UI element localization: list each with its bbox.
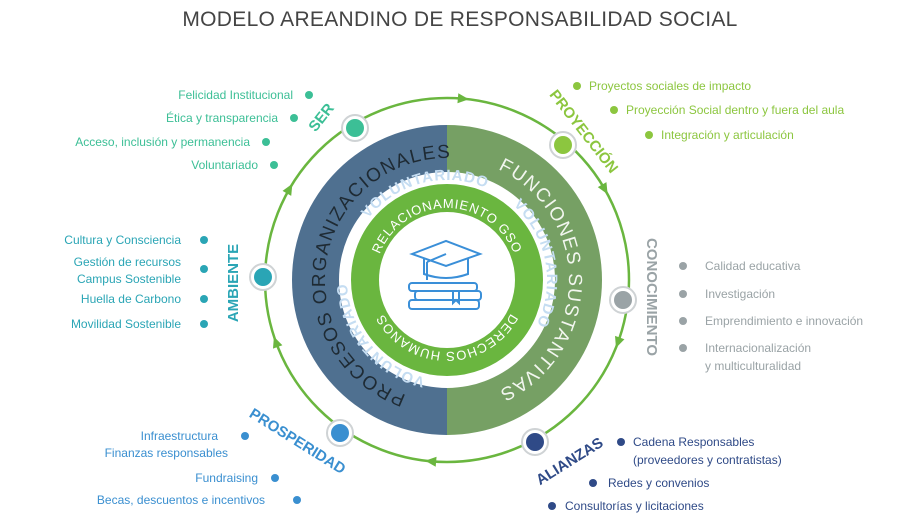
category-label-conocimiento: CONOCIMIENTO	[643, 238, 660, 356]
bullet-dot-icon	[200, 265, 208, 273]
alianzas-item: Redes y convenios	[608, 476, 709, 490]
bullet-dot-icon	[305, 91, 313, 99]
functions-ring-half	[447, 125, 602, 435]
bullet-dot-icon	[290, 114, 298, 122]
proyeccion-item: Integración y articulación	[661, 128, 794, 142]
cycle-arrow-icon	[425, 456, 437, 467]
cycle-arrow-icon	[272, 336, 283, 349]
bullet-dot-icon	[200, 295, 208, 303]
bullet-dot-icon	[573, 82, 581, 90]
bullet-dot-icon	[617, 438, 625, 446]
conocimiento-item: Investigación	[705, 287, 775, 301]
cycle-arrow-icon	[282, 183, 293, 196]
cycle-arrow-icon	[615, 335, 625, 348]
processes-ring-half	[292, 125, 447, 435]
bullet-dot-icon	[293, 496, 301, 504]
node-ambiente	[249, 263, 277, 291]
graduation-cap-books-icon	[408, 239, 483, 310]
ambiente-item: Campus Sostenible	[77, 272, 181, 286]
node-proyeccion	[549, 131, 577, 159]
ser-item: Voluntariado	[191, 158, 258, 172]
bullet-dot-icon	[645, 131, 653, 139]
category-label-proyeccion: PROYECCIÓN	[546, 86, 622, 177]
ambiente-item: Movilidad Sostenible	[71, 317, 181, 331]
alianzas-item: (proveedores y contratistas)	[633, 453, 782, 467]
bullet-dot-icon	[270, 161, 278, 169]
bullet-dot-icon	[200, 236, 208, 244]
ser-item: Ética y transparencia	[166, 110, 278, 125]
ambiente-node-dot-icon	[254, 268, 272, 286]
ser-item: Acceso, inclusión y permanencia	[75, 135, 250, 149]
bullet-dot-icon	[262, 138, 270, 146]
ser-node-dot-icon	[346, 119, 364, 137]
alianzas-item: Cadena Responsables	[633, 435, 754, 449]
conocimiento-node-dot-icon	[614, 291, 632, 309]
conocimiento-item: Emprendimiento e innovación	[705, 314, 863, 328]
ambiente-item: Cultura y Consciencia	[64, 233, 181, 247]
bullet-dot-icon	[548, 502, 556, 510]
bullet-dot-icon	[679, 262, 687, 270]
prosperidad-item: Infraestructura	[141, 429, 219, 443]
bullet-dot-icon	[271, 474, 279, 482]
prosperidad-item: Fundraising	[195, 471, 258, 485]
proyeccion-node-dot-icon	[554, 136, 572, 154]
inner-green-ring	[351, 184, 543, 376]
bullet-dot-icon	[200, 320, 208, 328]
diagram-title: MODELO AREANDINO DE RESPONSABILIDAD SOCI…	[182, 8, 738, 31]
bullet-dot-icon	[679, 290, 687, 298]
bullet-dot-icon	[679, 317, 687, 325]
alianzas-item: Consultorías y licitaciones	[565, 499, 704, 513]
prosperidad-node-dot-icon	[331, 424, 349, 442]
category-label-ambiente: AMBIENTE	[225, 244, 242, 322]
conocimiento-item: Calidad educativa	[705, 259, 801, 273]
proyeccion-item: Proyección Social dentro y fuera del aul…	[626, 103, 844, 117]
node-conocimiento	[609, 286, 637, 314]
ambiente-item: Gestión de recursos	[74, 255, 181, 269]
cycle-arrows	[272, 93, 625, 467]
proyeccion-item: Proyectos sociales de impacto	[589, 79, 751, 93]
bullet-dot-icon	[241, 432, 249, 440]
prosperidad-item: Finanzas responsables	[105, 446, 228, 460]
prosperidad-item: Becas, descuentos e incentivos	[97, 493, 265, 507]
category-label-ser: SER	[305, 100, 337, 135]
alianzas-node-dot-icon	[526, 433, 544, 451]
bullet-dot-icon	[610, 106, 618, 114]
cycle-arrow-icon	[457, 93, 469, 104]
node-ser	[341, 114, 369, 142]
bullet-dot-icon	[589, 479, 597, 487]
node-alianzas	[521, 428, 549, 456]
ambiente-item: Huella de Carbono	[81, 292, 181, 306]
bullet-dot-icon	[679, 344, 687, 352]
ser-item: Felicidad Institucional	[178, 88, 293, 102]
cycle-arrow-icon	[597, 182, 608, 195]
conocimiento-item: y multiculturalidad	[705, 359, 801, 373]
node-prosperidad	[326, 419, 354, 447]
conocimiento-item: Internacionalización	[705, 341, 811, 355]
